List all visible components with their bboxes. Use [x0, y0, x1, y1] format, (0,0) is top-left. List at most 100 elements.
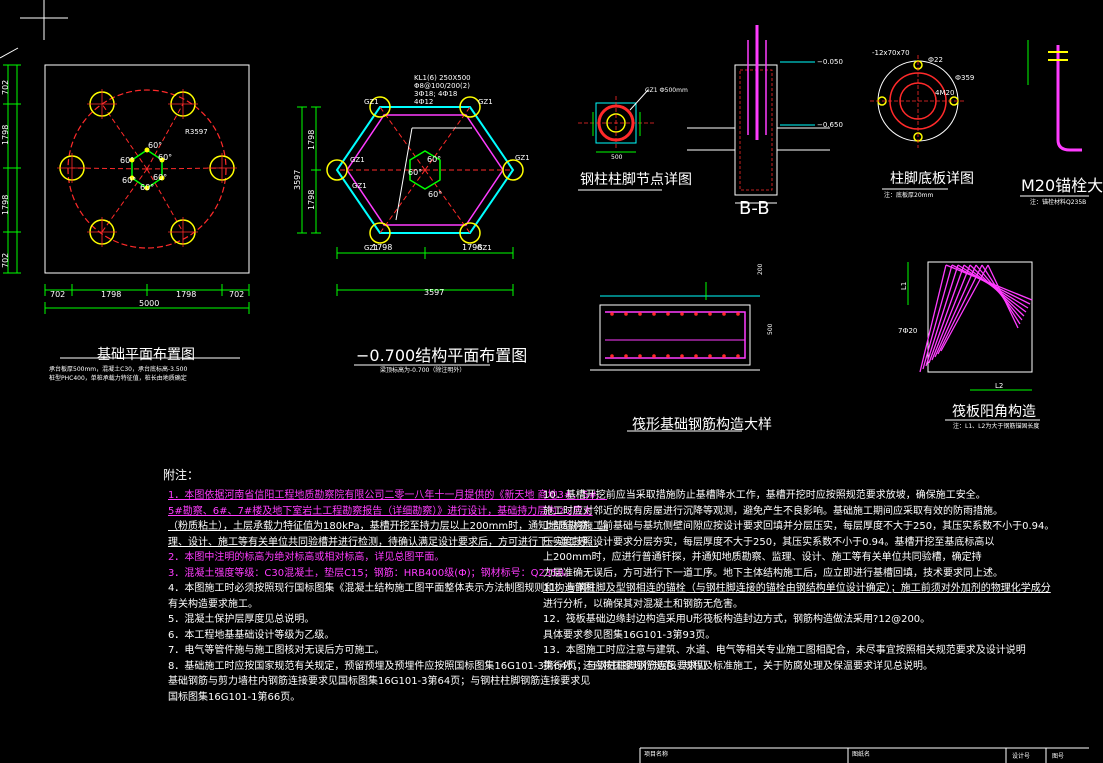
pile-circle [67, 89, 227, 249]
column [502, 159, 524, 181]
note-line: （粉质粘土），土层承载力特征值为180kPa，基槽开挖至持力层以上200mm时，… [168, 521, 609, 532]
beam-axis [424, 106, 471, 171]
note-line: 进行分析，以确保其对混凝土和钢筋无危害。 [543, 598, 743, 610]
note-line: 13．本图施工时应注意与建筑、水道、电气等相关专业施工图相配合，未尽事宜按照相关… [543, 645, 1026, 656]
rebar-dot [708, 312, 712, 316]
rebar-dot [610, 312, 614, 316]
note-line: 基础钢筋与剪力墙柱内钢筋连接要求见国标图集16G101-3第64页；与钢柱柱脚钢… [168, 676, 591, 687]
elevation: −0.650 [817, 121, 843, 129]
rebar-dot [694, 354, 698, 358]
beam-axis [379, 169, 426, 234]
note-line: 执行外，还应按国家现行规范、规程及标准施工，关于防腐处理及保温要求详见总说明。 [543, 660, 933, 672]
kl-label: 4Ф12 [414, 98, 433, 106]
dim-text: 200 [757, 263, 764, 275]
title-block-b: 图纸名 [852, 751, 871, 758]
corner-slab [927, 261, 1033, 373]
corner-rebar [922, 264, 953, 370]
foundation-plan-title: 基础平面布置图 [97, 347, 195, 363]
angle-label: 60° [120, 156, 134, 165]
corner-rebar [931, 264, 971, 361]
column [459, 96, 481, 118]
note-line: 压实度按照设计要求分层夯实，每层厚度不大于250，其压实系数不小于0.94。基槽… [543, 536, 995, 548]
column-dot [144, 147, 150, 153]
dim-text: 3597 [293, 170, 302, 190]
dim-text: 5000 [139, 299, 159, 308]
angle-label: 60° [148, 141, 162, 150]
base-plate-title: 柱脚底板详图 [890, 171, 974, 187]
note-line: 4．本图施工时必须按照现行国标图集《混凝土结构施工图平面整体表示方法制图规则和构… [168, 583, 595, 594]
raft-title: 筏形基础钢筋构造大样 [632, 417, 772, 433]
pile-axis [71, 167, 148, 170]
note-line: 有关构造要求施工。 [168, 598, 258, 610]
column-dot [144, 185, 150, 191]
note-line: 2．本图中注明的标高为绝对标高或相对标高，详见总图平面。 [168, 552, 445, 563]
notes-right: 10．基槽开挖前应当采取措施防止基槽降水工作，基槽开挖时应按照规范要求放坡，确保… [543, 488, 1054, 674]
beam-outer [335, 106, 515, 234]
column-dot [159, 157, 165, 163]
pile-axis [101, 168, 148, 233]
leader-line [395, 127, 413, 221]
note-line: 10．基槽开挖前应当采取措施防止基槽降水工作，基槽开挖时应按照规范要求放坡，确保… [543, 490, 986, 501]
note-line: 1．本图依据河南省信阳工程地质勘察院有限公司二零一八年十一月提供的《新天地 商地… [168, 490, 608, 501]
corner-rebar [919, 264, 947, 373]
column-dot [129, 175, 135, 181]
column-label: GZ1 [515, 154, 530, 162]
column [369, 222, 391, 244]
note-line: 上200mm时，应进行普通钎探，并通知地质勘察、监理、设计、施工等有关单位共同验… [543, 552, 982, 563]
dim-text: 1798 [462, 243, 482, 252]
notes-title: 附注： [163, 468, 200, 482]
column [369, 96, 391, 118]
hex-core [409, 150, 441, 190]
radius-label: R3597 [185, 128, 208, 136]
angle-label: 60° [153, 173, 167, 182]
foundation-plan-note2: 桩型PHC400，单桩承载力特征值，桩长由地质确定 [49, 375, 187, 382]
pile-axis [101, 103, 148, 170]
dim-text: 1798 [307, 190, 316, 210]
foundation-plan-note1: 承台板厚500mm，混凝土C30，承台底标高-3.500 [49, 366, 188, 373]
leader-line [629, 89, 649, 111]
note-line: 3．混凝土强度等级：C30混凝土，垫层C15；钢筋：HRB400级(Ф)；钢材标… [168, 567, 575, 579]
note-line: 8．基础施工时应按国家规范有关规定，预留预埋及预埋件应按照国标图集16G101-… [168, 660, 707, 672]
rebar-dot [624, 354, 628, 358]
beam-axis [424, 169, 471, 234]
dim-text: 1798 [307, 130, 316, 150]
dim-text: 1798 [372, 243, 392, 252]
rebar-dot [736, 354, 740, 358]
plate-label: -12x70x70 [872, 49, 910, 57]
rebar-dot [624, 312, 628, 316]
column-label: GZ1 Ф500mm [645, 87, 688, 94]
dim-text: 702 [1, 253, 10, 268]
angle-label: 60° [428, 190, 442, 199]
note-line: 施工时应对邻近的既有房屋进行沉降等观测，避免产生不良影响。基础施工期间应采取有效… [543, 505, 1003, 517]
kl-label: KL1(6) 250X500 [414, 74, 471, 82]
corner-rebar [987, 264, 1019, 329]
dim-text: 702 [229, 290, 244, 299]
column-foot-title: 钢柱柱脚节点详图 [580, 172, 692, 188]
column-label: GZ1 [364, 98, 379, 106]
dim-text: 500 [767, 323, 774, 335]
view-line [0, 47, 19, 59]
note-line: 12．筏板基础边缘封边构造采用U形筏板构造封边方式，钢筋构造做法采用?12@20… [543, 614, 931, 625]
column-label: GZ1 [477, 244, 492, 252]
plate-label: 4M20 [935, 89, 954, 97]
note-line: 力层准确无误后，方可进行下一道工序。地下主体结构施工后，应立即进行基槽回填，技术… [543, 567, 1003, 579]
dim-text: 1798 [176, 290, 196, 299]
notes-left: 1．本图依据河南省信阳工程地质勘察院有限公司二零一八年十一月提供的《新天地 商地… [168, 488, 707, 705]
elevation: −0.050 [817, 58, 843, 66]
raft-slab [599, 304, 751, 366]
dim-text: 3597 [424, 288, 444, 297]
angle-label: 60° [427, 155, 441, 164]
rebar-dot [680, 312, 684, 316]
angle-label: 60° [140, 183, 154, 192]
note-line: 7．电气等管件施与施工图核对无误后方可施工。 [168, 645, 385, 656]
section-bb-title: B-B [739, 198, 770, 219]
note-line: 5#勘察、6#、7#楼及地下室岩土工程勘察报告（详细勘察）》进行设计，基础持力层… [168, 505, 593, 517]
corner-title: 筏板阳角构造 [952, 404, 1036, 420]
column-label: GZ1 [364, 244, 379, 252]
dim-text: 500 [611, 154, 623, 161]
column-dot [159, 175, 165, 181]
dim-text: L2 [995, 382, 1003, 390]
plate-label: Ф359 [955, 74, 974, 82]
corner-rebar [981, 264, 1021, 325]
